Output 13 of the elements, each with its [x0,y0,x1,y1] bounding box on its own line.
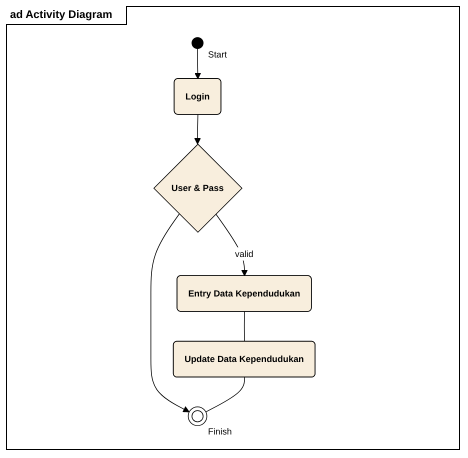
arrow [150,214,190,412]
node-caption: Start [208,50,227,60]
diagram-title: ad Activity Diagram [6,6,128,25]
edge-label: valid [234,248,254,260]
connector [244,311,245,342]
node-caption: Finish [208,426,232,437]
connector [205,377,245,412]
node-diamond: User & Pass [153,144,242,233]
node-circle [188,406,208,426]
arrow [215,214,248,276]
arrow [194,114,201,144]
node-circle [192,37,204,50]
arrow [194,48,202,80]
